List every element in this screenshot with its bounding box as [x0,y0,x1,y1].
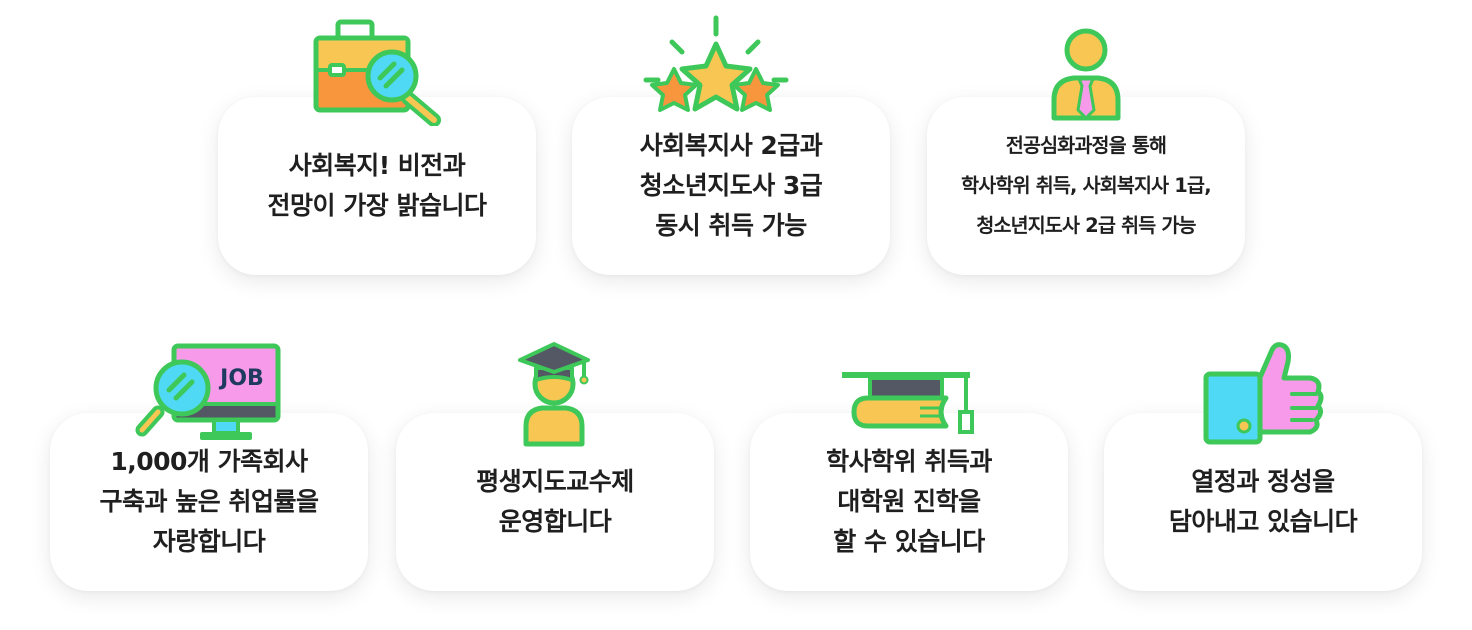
card-advanced-course: 전공심화과정을 통해 학사학위 취득, 사회복지사 1급, 청소년지도사 2급 … [927,97,1245,275]
graduate-icon [518,342,590,447]
card-passion: 열정과 정성을 담아내고 있습니다 [1104,413,1422,591]
card-certificates-text: 사회복지사 2급과 청소년지도사 3급 동시 취득 가능 [639,131,823,240]
stars-icon [643,15,789,112]
card-employment-text: 1,000개 가족회사 구축과 높은 취업률을 자랑합니다 [99,447,319,556]
card-advisor-text: 평생지도교수제 운영합니다 [476,467,634,536]
card-degree: 학사학위 취득과 대학원 진학을 할 수 있습니다 [750,413,1068,591]
businessman-icon [1051,28,1121,121]
books-icon [842,372,974,434]
thumbs-up-icon [1203,342,1324,445]
card-vision: 사회복지! 비전과 전망이 가장 밝습니다 [218,97,536,275]
card-advanced-course-text: 전공심화과정을 통해 학사학위 취득, 사회복지사 1급, 청소년지도사 2급 … [961,134,1211,237]
card-employment: 1,000개 가족회사 구축과 높은 취업률을 자랑합니다 [50,413,368,591]
card-passion-text: 열정과 정성을 담아내고 있습니다 [1168,467,1358,536]
card-certificates: 사회복지사 2급과 청소년지도사 3급 동시 취득 가능 [572,97,890,275]
card-degree-text: 학사학위 취득과 대학원 진학을 할 수 있습니다 [826,447,992,556]
job-label: JOB [218,366,264,391]
job-monitor-icon: JOB [135,343,281,440]
card-vision-text: 사회복지! 비전과 전망이 가장 밝습니다 [267,151,487,220]
briefcase-search-icon [313,19,441,126]
